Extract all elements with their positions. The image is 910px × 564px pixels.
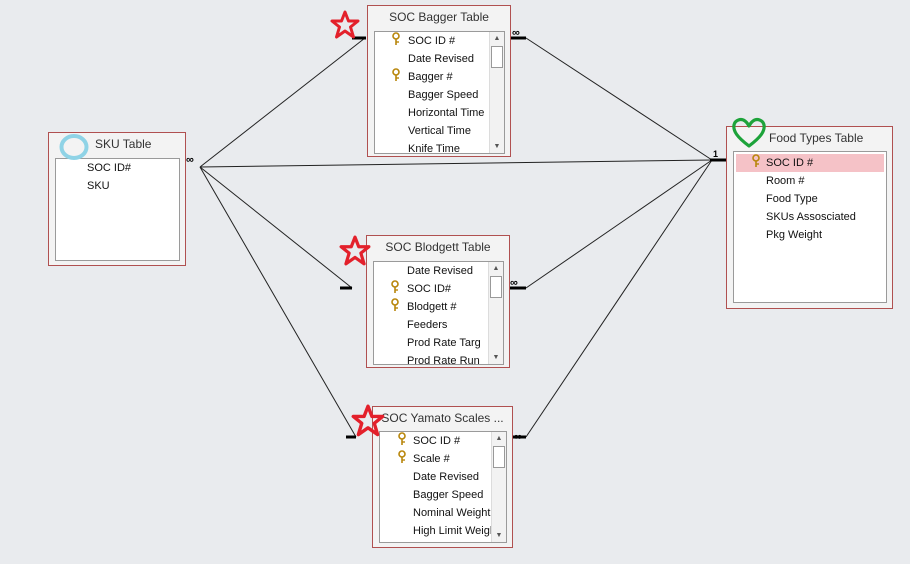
many-label: ∞ — [514, 431, 522, 443]
table-title[interactable]: SOC Blodgett Table — [385, 240, 491, 254]
field-list[interactable]: Date Revised SOC ID# Blodgett # Feeders … — [373, 261, 504, 365]
line-yamato-food — [525, 159, 713, 438]
many-label: ∞ — [186, 154, 194, 166]
sku-table[interactable]: SKU Table SOC ID# SKU — [48, 132, 186, 266]
field-row[interactable]: Room # — [766, 175, 805, 187]
field-row[interactable]: Date Revised — [408, 53, 475, 65]
field-list[interactable]: SOC ID # Scale # Date Revised Bagger Spe… — [379, 431, 507, 543]
star-annotation-icon — [339, 235, 371, 266]
key-icon — [390, 298, 400, 316]
vertical-scrollbar[interactable]: ▲ ▼ — [489, 32, 504, 153]
field-list[interactable]: SOC ID# SKU — [55, 158, 180, 261]
star-annotation-icon — [351, 404, 385, 437]
scroll-down-arrow-icon[interactable]: ▼ — [493, 143, 501, 150]
field-row[interactable]: SOC ID # — [375, 32, 504, 50]
field-row[interactable]: SKU — [87, 180, 110, 192]
field-row[interactable]: Nominal Weight — [413, 507, 491, 519]
key-icon — [391, 68, 401, 86]
field-row[interactable]: Blodgett # — [374, 298, 503, 316]
table-title[interactable]: Food Types Table — [769, 131, 864, 145]
key-icon — [397, 432, 407, 450]
key-icon — [391, 32, 401, 50]
field-row[interactable]: Feeders — [407, 319, 448, 331]
scroll-thumb[interactable] — [493, 446, 505, 468]
many-label: ∞ — [512, 27, 520, 39]
field-row[interactable]: Date Revised — [413, 471, 480, 483]
field-row[interactable]: Prod Rate Targ — [407, 337, 481, 349]
line-bagger-food — [525, 37, 713, 161]
line-sku-bagger — [199, 37, 366, 168]
field-row[interactable]: Horizontal Time — [408, 107, 485, 119]
scroll-up-arrow-icon[interactable]: ▲ — [492, 265, 500, 272]
field-list[interactable]: SOC ID # Room # Food Type SKUs Assosciat… — [733, 151, 887, 303]
key-icon — [397, 450, 407, 468]
key-icon — [390, 280, 400, 298]
field-row[interactable]: High Limit Weight — [413, 525, 499, 537]
scroll-up-arrow-icon[interactable]: ▲ — [493, 35, 501, 42]
vertical-scrollbar[interactable]: ▲ ▼ — [491, 432, 506, 542]
many-label: ∞ — [510, 277, 518, 289]
table-title[interactable]: SOC Bagger Table — [389, 10, 489, 24]
field-row[interactable]: SOC ID# — [87, 162, 132, 174]
soc-yamato-scales-table[interactable]: SOC Yamato Scales ... SOC ID # Scale # D… — [372, 406, 513, 548]
field-row[interactable]: Scale # — [380, 450, 506, 468]
field-row[interactable]: Bagger # — [375, 68, 504, 86]
soc-bagger-table[interactable]: SOC Bagger Table SOC ID # Date Revised B… — [367, 5, 511, 157]
field-row[interactable]: Vertical Time — [408, 125, 471, 137]
field-row[interactable]: SOC ID # — [380, 432, 506, 450]
line-sku-yamato — [199, 166, 357, 438]
key-icon — [751, 154, 761, 172]
field-row[interactable]: Prod Rate Run — [407, 355, 480, 365]
food-types-table[interactable]: Food Types Table SOC ID # Room # Food Ty… — [726, 126, 893, 309]
table-title[interactable]: SOC Yamato Scales ... — [381, 411, 504, 425]
line-sku-blodgett — [199, 166, 353, 289]
vertical-scrollbar[interactable]: ▲ ▼ — [488, 262, 503, 364]
field-row-selected[interactable]: SOC ID # — [736, 154, 884, 172]
scroll-up-arrow-icon[interactable]: ▲ — [495, 435, 503, 442]
line-blodgett-food — [525, 159, 713, 289]
field-row[interactable]: Food Type — [766, 193, 818, 205]
scroll-down-arrow-icon[interactable]: ▼ — [492, 354, 500, 361]
line-sku-food — [199, 159, 713, 168]
field-row[interactable]: Bagger Speed — [408, 89, 479, 101]
scroll-thumb[interactable] — [490, 276, 502, 298]
table-title[interactable]: SKU Table — [95, 137, 152, 151]
field-row[interactable]: SKUs Assosciated — [766, 211, 856, 223]
one-label: 1 — [713, 149, 718, 159]
field-row[interactable]: Knife Time — [408, 143, 460, 154]
field-row[interactable]: Bagger Speed — [413, 489, 484, 501]
heart-annotation-icon — [732, 118, 766, 148]
soc-blodgett-table[interactable]: SOC Blodgett Table Date Revised SOC ID# … — [366, 235, 510, 368]
field-row[interactable]: SOC ID# — [374, 280, 503, 298]
scroll-down-arrow-icon[interactable]: ▼ — [495, 532, 503, 539]
field-row[interactable]: Date Revised — [407, 265, 474, 277]
circle-annotation-icon — [59, 134, 89, 160]
field-row[interactable]: Pkg Weight — [766, 229, 823, 241]
star-annotation-icon — [330, 10, 360, 39]
field-list[interactable]: SOC ID # Date Revised Bagger # Bagger Sp… — [374, 31, 505, 154]
scroll-thumb[interactable] — [491, 46, 503, 68]
